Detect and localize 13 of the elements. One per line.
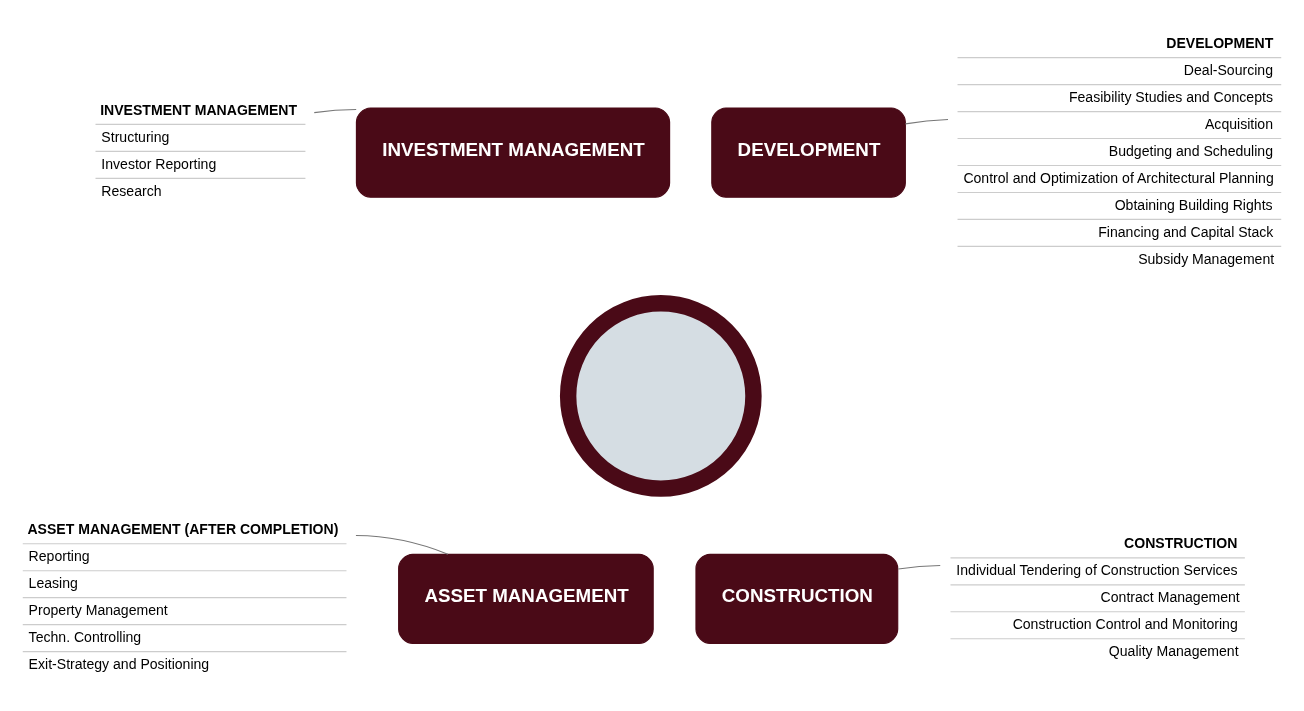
node-box: INVESTMENT MANAGEMENT <box>355 107 671 198</box>
node-text: CONSTRUCTION Individual Tendering of Construction Services Contract Management Construction Control and Monitoring Quality Management <box>956 534 1240 659</box>
node-circle <box>559 295 762 497</box>
node-text: DEVELOPMENT Deal-Sourcing Feasibility Studies and Concepts Acquisition Budgeting and Scheduling Control and Optimization of Architectural Planning Obtaining Building Rights Financing and Capital Stack Subsidy Management <box>963 34 1275 267</box>
connector <box>897 564 941 570</box>
connector <box>313 108 357 114</box>
connector <box>355 534 449 555</box>
node-text: INVESTMENT MANAGEMENT Structuring Investor Reporting Research <box>100 101 298 199</box>
node-text: ASSET MANAGEMENT (AFTER COMPLETION) Reporting Leasing Property Management Techn. Controlling Exit-Strategy and Positioning <box>27 520 339 672</box>
node-box: CONSTRUCTION <box>695 553 899 644</box>
connector <box>904 118 949 125</box>
node-box: DEVELOPMENT <box>711 107 906 198</box>
node-box: ASSET MANAGEMENT <box>398 553 654 644</box>
